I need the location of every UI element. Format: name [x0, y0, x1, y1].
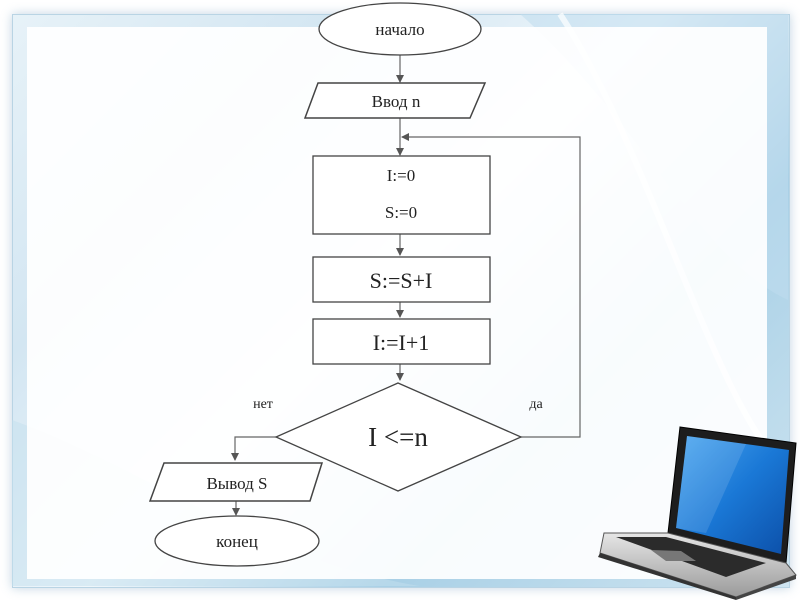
output-node — [148, 462, 324, 502]
sum-label: S:=S+I — [370, 268, 433, 293]
input-label: Ввод n — [372, 92, 421, 111]
branch-no-label: нет — [253, 397, 273, 412]
start-node — [318, 2, 482, 56]
output-label: Вывод S — [206, 474, 267, 493]
init-process-node — [312, 155, 491, 235]
increment-process-node — [312, 318, 491, 365]
condition-label: I <=n — [368, 422, 428, 452]
end-label: конец — [216, 532, 258, 551]
increment-label: I:=I+1 — [373, 330, 430, 355]
condition-node — [274, 382, 523, 492]
laptop-icon — [598, 426, 797, 600]
end-node — [154, 515, 320, 567]
start-label: начало — [375, 20, 424, 39]
init-s-label: S:=0 — [385, 203, 417, 222]
loop-back-arrow — [401, 133, 581, 438]
init-i-label: I:=0 — [387, 166, 415, 185]
sum-process-node — [312, 256, 491, 303]
input-node — [303, 82, 487, 119]
no-branch-arrow — [231, 436, 276, 461]
branch-yes-label: да — [529, 397, 543, 412]
